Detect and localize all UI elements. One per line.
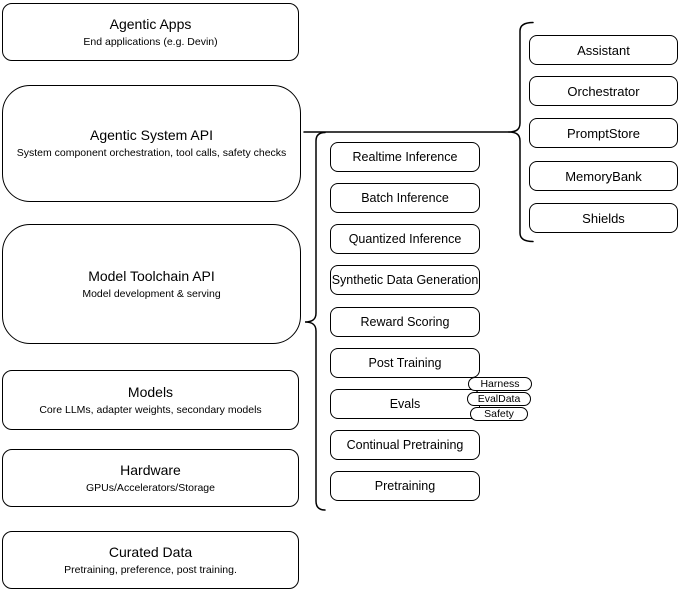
node-agentic-system-api: Agentic System API System component orch… [2, 85, 301, 202]
node-title: Curated Data [108, 543, 193, 560]
node-memorybank: MemoryBank [529, 161, 678, 191]
tag-safety: Safety [470, 407, 528, 421]
node-pretraining: Pretraining [330, 471, 480, 501]
node-title: Hardware [120, 461, 181, 478]
node-title: Model Toolchain API [88, 267, 215, 284]
node-assistant: Assistant [529, 35, 678, 65]
tag-evaldata: EvalData [467, 392, 531, 406]
brace-middle-column [304, 131, 326, 511]
node-agentic-apps: Agentic Apps End applications (e.g. Devi… [2, 3, 299, 61]
node-models: Models Core LLMs, adapter weights, secon… [2, 370, 299, 430]
node-hardware: Hardware GPUs/Accelerators/Storage [2, 449, 299, 507]
node-model-toolchain-api: Model Toolchain API Model development & … [2, 224, 301, 344]
node-subtitle: Core LLMs, adapter weights, secondary mo… [39, 403, 262, 416]
node-evals: Evals [330, 389, 480, 419]
brace-right-column [508, 21, 534, 243]
node-curated-data: Curated Data Pretraining, preference, po… [2, 531, 299, 589]
node-shields: Shields [529, 203, 678, 233]
node-realtime-inference: Realtime Inference [330, 142, 480, 172]
node-promptstore: PromptStore [529, 118, 678, 148]
node-title: Agentic Apps [109, 15, 192, 32]
node-subtitle: End applications (e.g. Devin) [83, 35, 218, 48]
node-orchestrator: Orchestrator [529, 76, 678, 106]
node-quantized-inference: Quantized Inference [330, 224, 480, 254]
node-title: Models [127, 383, 174, 400]
node-title: Agentic System API [90, 127, 213, 143]
node-subtitle: Model development & serving [82, 287, 221, 300]
node-subtitle: Pretraining, preference, post training. [64, 563, 237, 576]
node-reward-scoring: Reward Scoring [330, 307, 480, 337]
node-batch-inference: Batch Inference [330, 183, 480, 213]
node-synthetic-data-generation: Synthetic Data Generation [330, 265, 480, 295]
tag-harness: Harness [468, 377, 532, 391]
node-continual-pretraining: Continual Pretraining [330, 430, 480, 460]
node-post-training: Post Training [330, 348, 480, 378]
node-subtitle: System component orchestration, tool cal… [16, 147, 287, 159]
node-subtitle: GPUs/Accelerators/Storage [86, 481, 215, 494]
